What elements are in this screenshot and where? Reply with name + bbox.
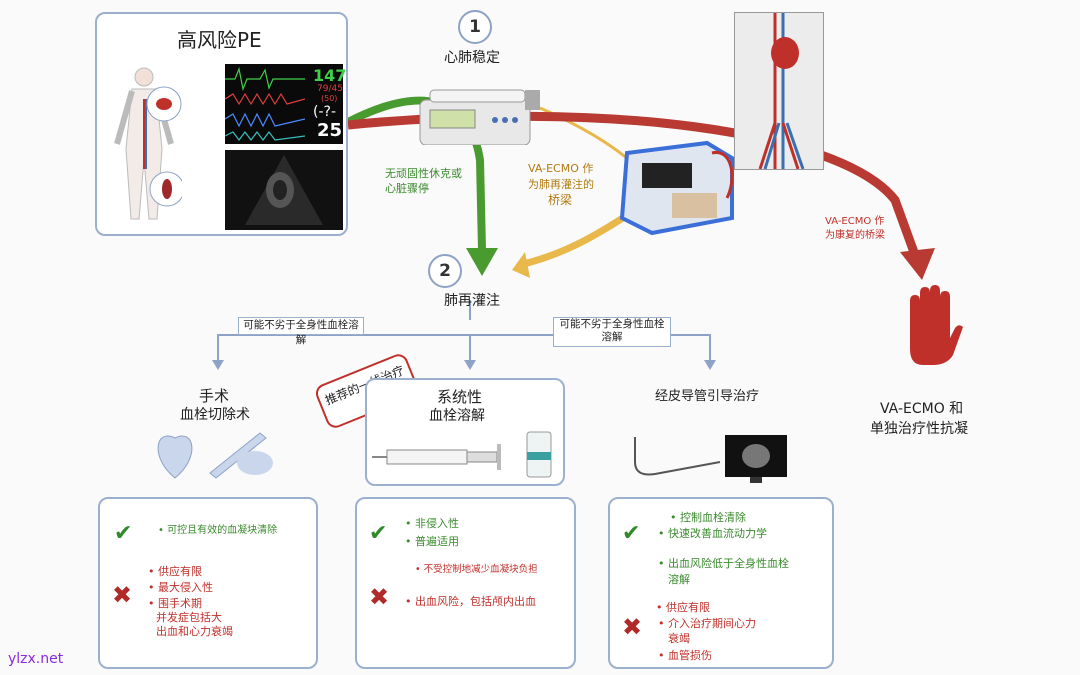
surgery-con-4: 并发症包括大 — [156, 611, 222, 624]
surgery-con-3: • 围手术期 — [148, 597, 202, 610]
red-arrowhead — [900, 248, 935, 280]
branch-arrow-right — [704, 360, 716, 370]
branch-label-right-line2: 溶解 — [601, 331, 623, 343]
high-risk-pe-box: 高风险PE 147 79/45 (50) (-?- 25 — [95, 12, 348, 236]
catheter-pro-2: • 快速改善血流动力学 — [658, 527, 767, 540]
catheter-pro-check-icon: ✔ — [622, 521, 641, 546]
heart-rate-value: 147 — [313, 66, 347, 85]
syringe-pump-illustration — [419, 89, 540, 145]
high-risk-pe-title: 高风险PE — [177, 28, 262, 52]
branch-tree — [217, 300, 711, 362]
thrombolysis-title-line2: 血栓溶解 — [429, 408, 485, 424]
thrombolysis-con-1: • 出血风险，包括颅内出血 — [405, 595, 536, 608]
catheter-con-3: 衰竭 — [668, 632, 690, 645]
surgery-title-line1: 手术 — [199, 387, 230, 405]
surgery-con-2: • 最大侵入性 — [148, 581, 213, 594]
vascular-anatomy-illustration — [734, 12, 824, 170]
thrombolysis-title-line1: 系统性 — [437, 388, 483, 406]
thrombolysis-pro-2: • 普遍适用 — [405, 535, 459, 548]
thrombolysis-con-cross-icon: ✖ — [369, 583, 390, 611]
catheter-title: 经皮导管引导治疗 — [655, 389, 760, 404]
green-arrowhead — [466, 248, 498, 276]
heart-scalpel-illustration — [157, 432, 273, 479]
echocardiogram-image — [225, 150, 343, 230]
step1-number: 1 — [458, 10, 492, 44]
right-outcome-line2: 单独治疗性抗凝 — [870, 421, 968, 437]
catheter-con-2: • 介入治疗期间心力 — [658, 617, 756, 630]
branch-arrow-left — [212, 360, 224, 370]
surgery-pro-check-icon: ✔ — [114, 521, 133, 546]
catheter-pro-1: • 控制血栓清除 — [670, 511, 746, 524]
surgery-title-line2: 血栓切除术 — [180, 407, 250, 423]
right-outcome-line1: VA-ECMO 和 — [880, 401, 964, 417]
catheter-monitor-illustration — [634, 435, 787, 483]
watermark: ylzx.net — [8, 651, 64, 667]
catheter-con-4: • 血管损伤 — [658, 649, 712, 662]
yellow-arrow-label-line1: VA-ECMO 作 — [528, 162, 594, 175]
catheter-pro-3: • 出血风险低于全身性血栓 — [658, 557, 789, 570]
thrombolysis-pro-check-icon: ✔ — [369, 521, 388, 546]
yellow-arrowhead — [512, 252, 530, 278]
thrombolysis-pros-cons-panel: ✔ • 非侵入性 • 普遍适用 • 不受控制地减少血凝块负担 ✖ • 出血风险，… — [355, 497, 576, 669]
catheter-pro-4: 溶解 — [668, 573, 690, 586]
resp-rate-value: 25 — [317, 120, 343, 141]
syringe-vial-illustration — [372, 431, 552, 478]
yellow-arrow-label-line2: 为肺再灌注的 — [528, 178, 594, 191]
branch-label-right: 可能不劣于全身性血栓 溶解 — [553, 317, 671, 347]
surgery-con-5: 出血和心力衰竭 — [156, 625, 233, 638]
step1-label: 心肺稳定 — [444, 50, 500, 66]
surgery-con-cross-icon: ✖ — [112, 581, 133, 609]
catheter-pros-cons-panel: ✔ • 控制血栓清除 • 快速改善血流动力学 • 出血风险低于全身性血栓 溶解 … — [608, 497, 834, 669]
thrombolysis-con-note: • 不受控制地减少血凝块负担 — [415, 564, 538, 575]
catheter-con-cross-icon: ✖ — [622, 613, 643, 641]
green-arrow-label-line2: 心脏骤停 — [385, 182, 429, 195]
ecmo-machine-illustration — [619, 140, 734, 236]
catheter-con-1: • 供应有限 — [656, 601, 710, 614]
branch-label-left: 可能不劣于全身性血栓溶解 — [238, 317, 364, 346]
vital-signs-monitor: 147 79/45 (50) (-?- 25 — [225, 64, 347, 144]
spo2-value: (-?- — [313, 104, 336, 120]
step2-number: 2 — [428, 254, 462, 288]
branch-arrow-mid — [464, 360, 476, 370]
blood-pressure-mean: (50) — [321, 94, 338, 103]
stop-hand-icon — [910, 285, 963, 365]
surgery-pros-cons-panel: ✔ • 可控且有效的血凝块清除 ✖ • 供应有限 • 最大侵入性 • 围手术期 … — [98, 497, 318, 669]
step2-label: 肺再灌注 — [444, 293, 500, 309]
red-arrow-label-line2: 为康复的桥梁 — [825, 230, 885, 241]
yellow-arrow-label-line3: 桥梁 — [548, 193, 573, 207]
human-body-illustration — [114, 67, 182, 220]
thrombolysis-box: 系统性 血栓溶解 — [365, 378, 565, 486]
red-arrow-label-line1: VA-ECMO 作 — [825, 216, 885, 227]
surgery-con-1: • 供应有限 — [148, 565, 202, 578]
surgery-pro-1: • 可控且有效的血凝块清除 — [158, 525, 278, 536]
blood-pressure-value: 79/45 — [317, 84, 343, 94]
green-arrow-label-line1: 无顽固性休克或 — [385, 167, 462, 180]
thrombolysis-pro-1: • 非侵入性 — [405, 517, 459, 530]
branch-label-right-line1: 可能不劣于全身性血栓 — [559, 318, 665, 330]
